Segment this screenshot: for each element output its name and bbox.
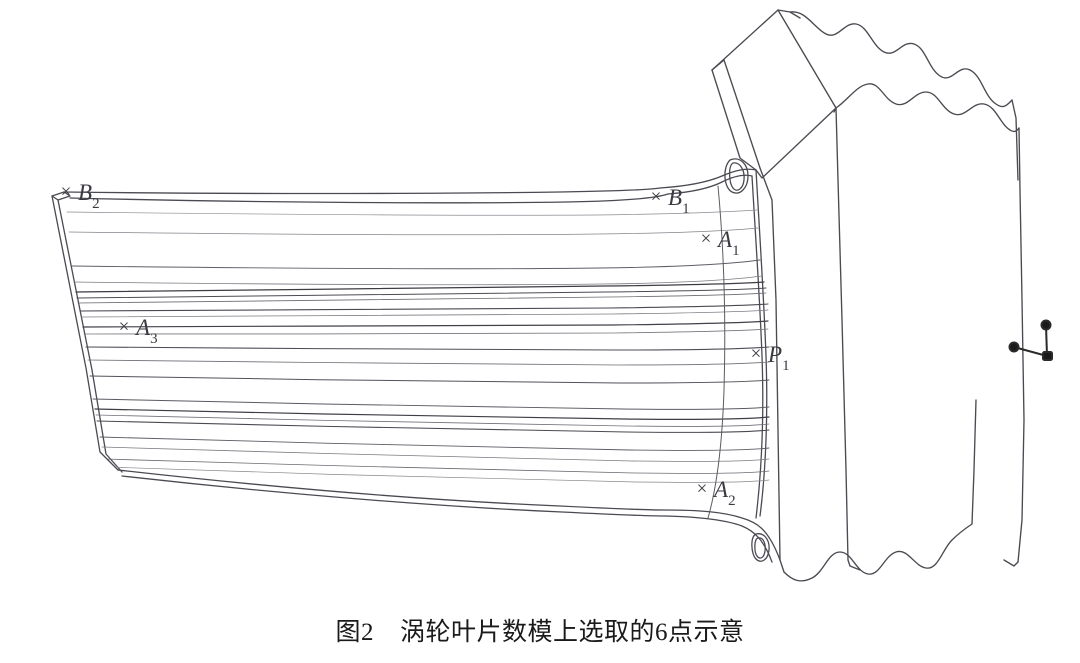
point-label-base: P [767, 342, 782, 367]
point-label-B2: B2 [78, 180, 100, 212]
blade-airfoil-outline [51, 158, 781, 563]
point-label-subscript: 1 [732, 243, 740, 259]
point-label-subscript: 2 [92, 196, 100, 212]
point-marker-B2: × [61, 181, 72, 202]
point-label-A3: A3 [134, 315, 158, 347]
point-label-subscript: 2 [728, 493, 736, 509]
point-label-B1: B1 [668, 185, 690, 217]
point-label-base: A [716, 227, 733, 252]
point-marker-P1: × [751, 343, 762, 364]
point-marker-A3: × [119, 316, 130, 337]
coordinate-axis-triad [1008, 319, 1053, 361]
figure-caption-text: 涡轮叶片数模上选取的6点示意 [400, 619, 745, 646]
point-label-subscript: 3 [150, 331, 158, 347]
blade-surface-isocurves [66, 209, 770, 483]
axis-x-endpoint [1008, 341, 1020, 353]
point-marker-A1: × [701, 228, 712, 249]
axis-origin-marker [1042, 351, 1053, 361]
point-label-subscript: 1 [682, 201, 690, 217]
point-label-base: B [78, 180, 92, 205]
axis-x-line [1013, 346, 1048, 357]
point-label-base: A [134, 315, 151, 340]
point-label-subscript: 1 [782, 358, 790, 374]
point-marker-A2: × [697, 478, 708, 499]
figure-caption: 图2 涡轮叶片数模上选取的6点示意 [0, 612, 1080, 648]
point-label-base: B [668, 185, 682, 210]
point-label-base: A [712, 477, 729, 502]
annotation-points: ×B2×B1×A1×A3×P1×A2 [61, 180, 790, 509]
figure-number: 图2 [335, 619, 374, 646]
blade-section-lines [707, 185, 726, 519]
point-label-A2: A2 [712, 477, 736, 509]
point-label-A1: A1 [716, 227, 740, 259]
point-label-P1: P1 [767, 342, 790, 374]
point-marker-B1: × [651, 186, 662, 207]
axis-z-endpoint [1040, 319, 1052, 331]
blade-root-block [711, 9, 1025, 582]
